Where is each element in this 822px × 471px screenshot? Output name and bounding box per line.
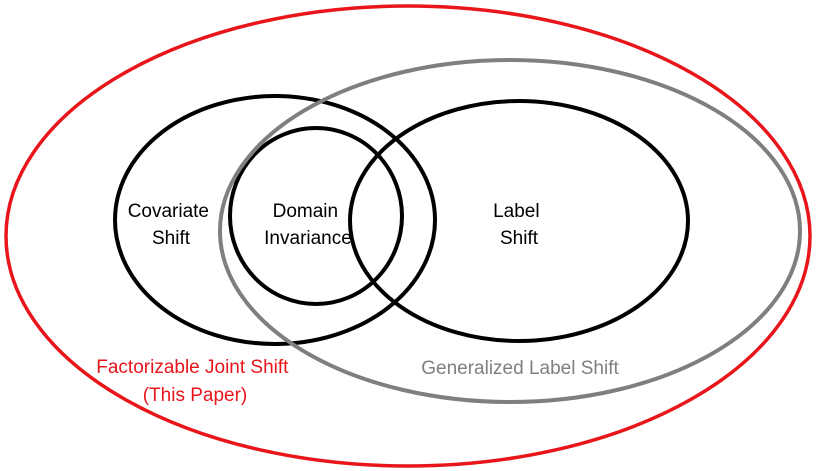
covariate-shift-label-line1: Covariate xyxy=(128,201,209,222)
factorizable-joint-shift-label-line2: (This Paper) xyxy=(143,385,248,406)
factorizable-joint-shift-ellipse xyxy=(4,4,812,468)
generalized-label-shift-label: Generalized Label Shift xyxy=(421,358,619,379)
factorizable-joint-shift-label-line1: Factorizable Joint Shift xyxy=(96,357,289,378)
label-shift-ellipse xyxy=(348,99,690,343)
domain-invariance-ellipse xyxy=(228,126,404,306)
domain-invariance-label: Domain Invariance xyxy=(264,201,352,249)
label-shift-label: Label Shift xyxy=(493,201,545,249)
covariate-shift-label-line2: Shift xyxy=(152,228,191,249)
covariate-shift-label: Covariate Shift xyxy=(128,201,215,249)
label-shift-label-line1: Label xyxy=(493,201,540,222)
covariate-shift-ellipse xyxy=(113,94,437,346)
domain-invariance-label-line2: Invariance xyxy=(264,228,352,249)
generalized-label-shift-ellipse xyxy=(218,58,802,404)
factorizable-joint-shift-label: Factorizable Joint Shift (This Paper) xyxy=(96,357,293,406)
domain-invariance-label-line1: Domain xyxy=(273,201,338,222)
label-shift-label-line2: Shift xyxy=(500,228,539,249)
